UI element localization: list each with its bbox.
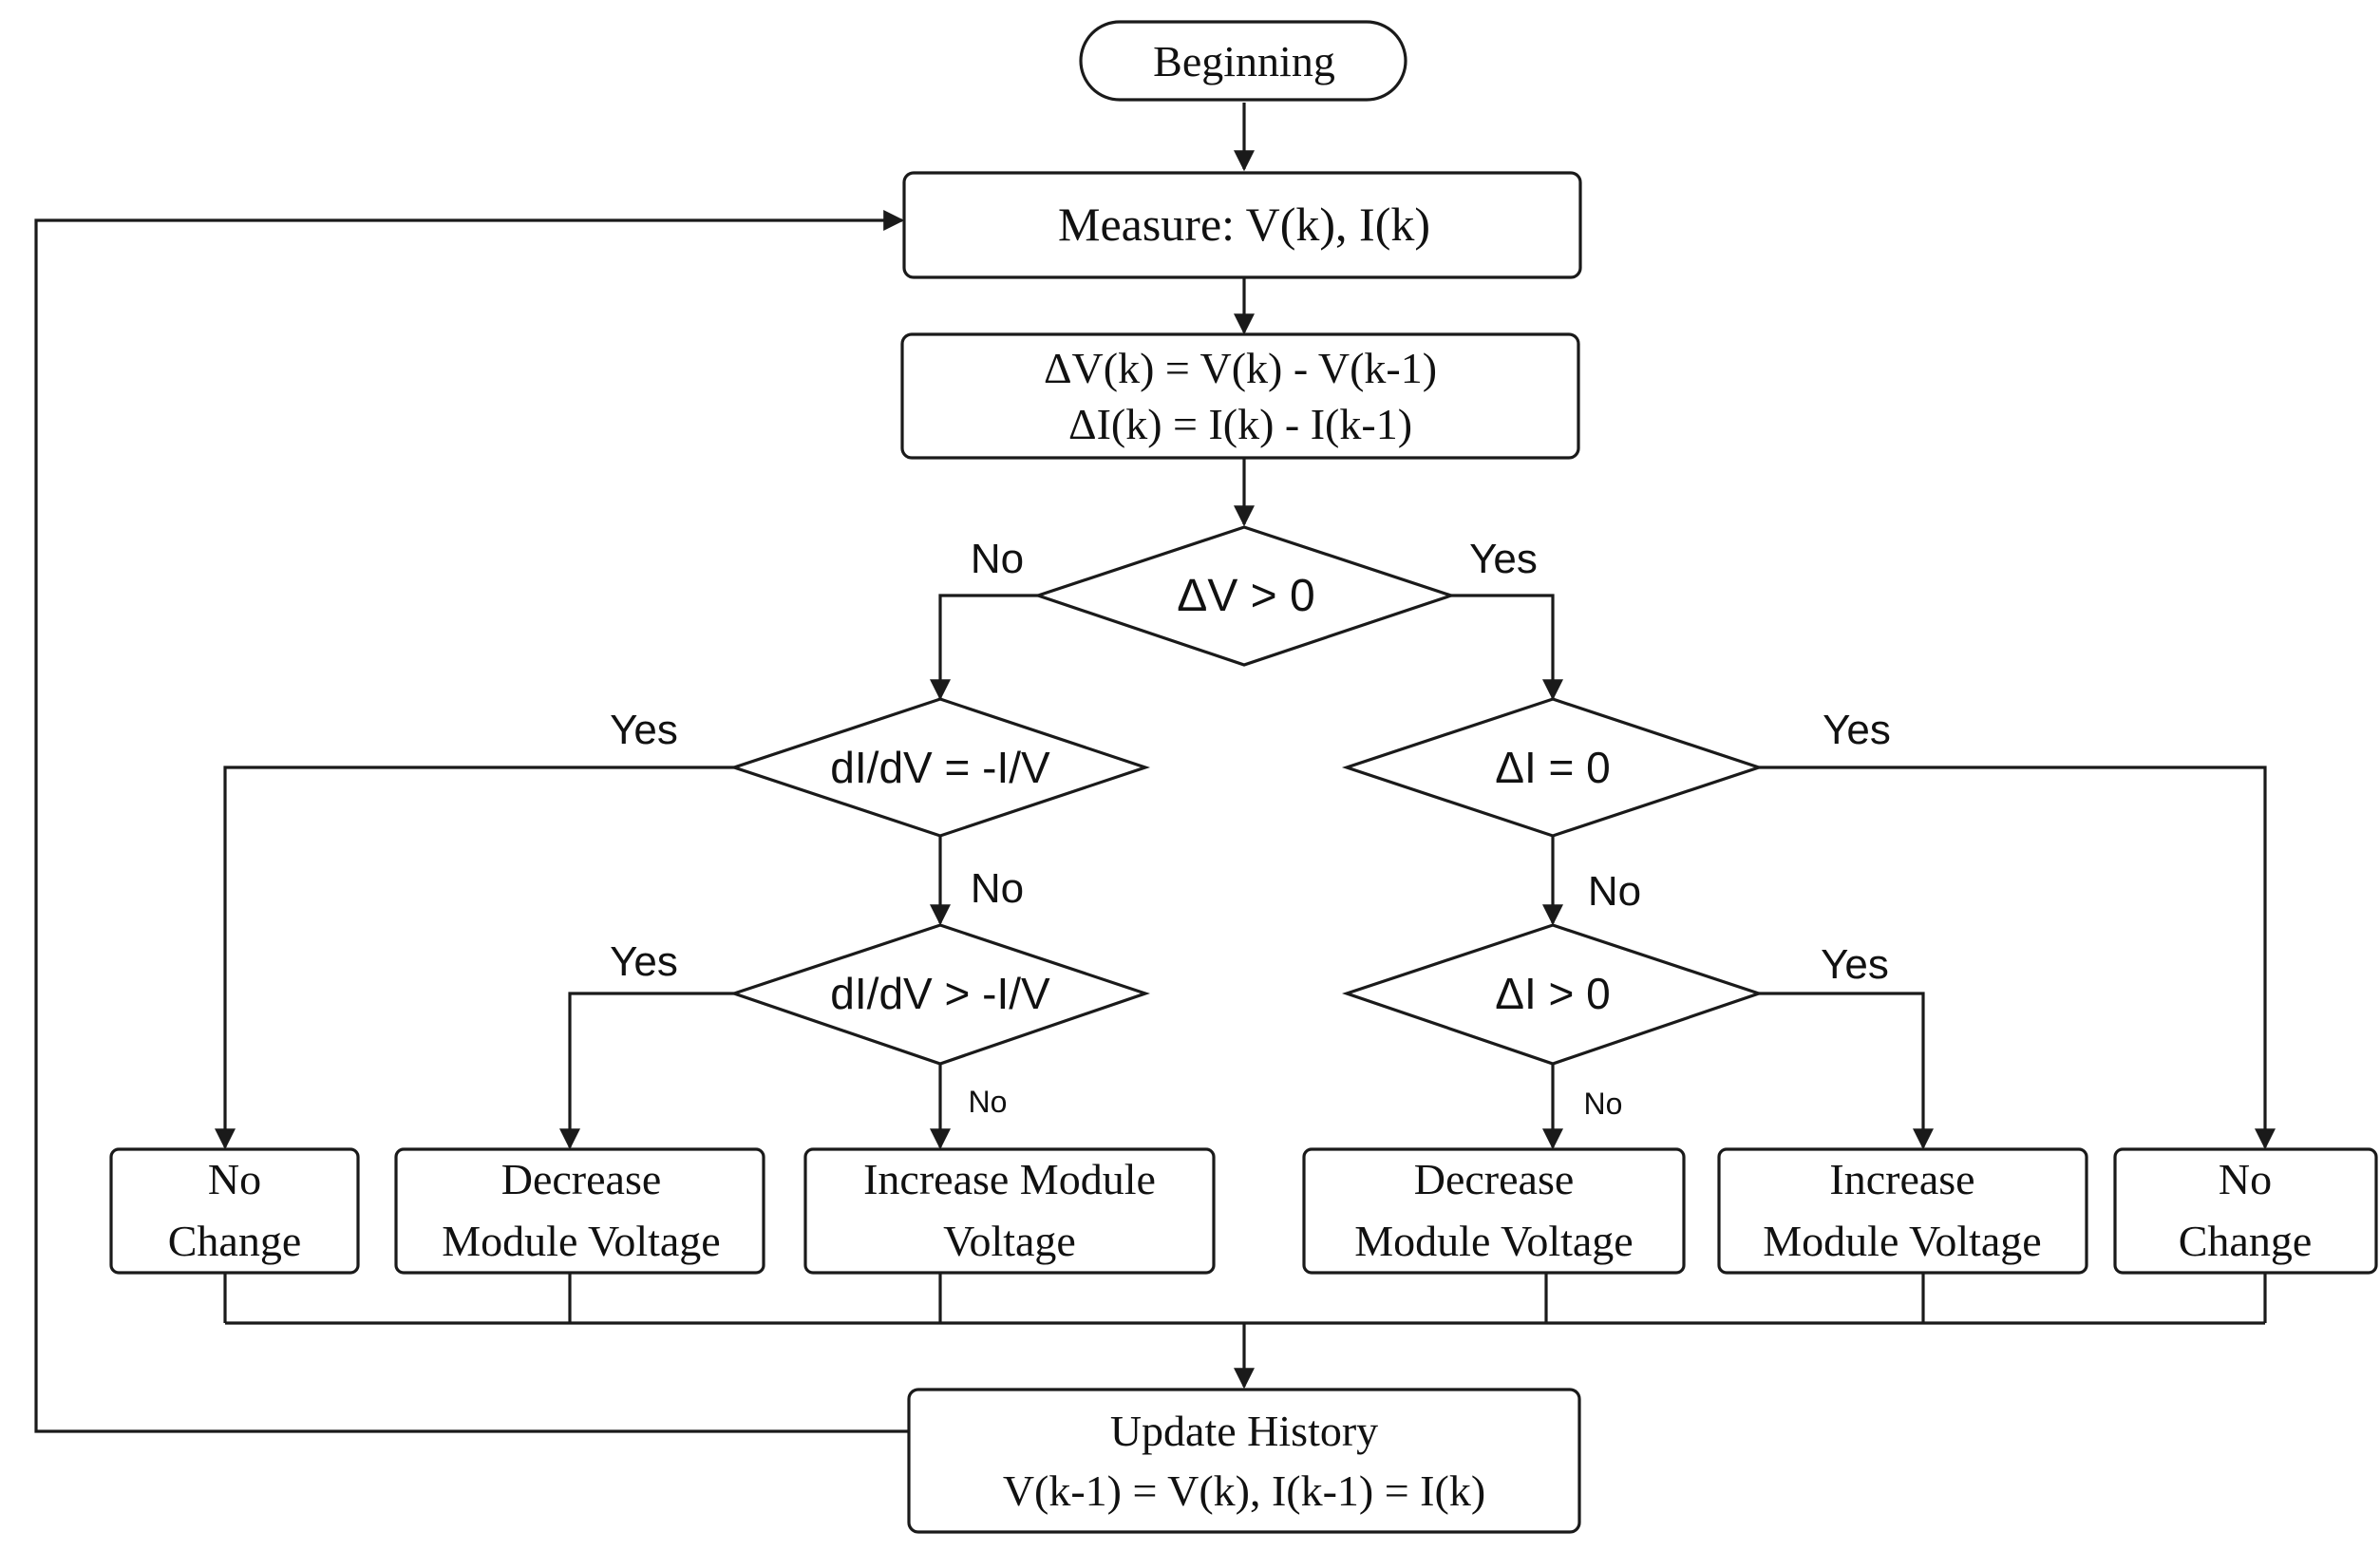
node-delta: ΔV(k) = V(k) - V(k-1) ΔI(k) = I(k) - I(k… (900, 332, 1580, 460)
output-increase-left: Increase Module Voltage (803, 1147, 1216, 1275)
label-dizero-yes: Yes (1823, 707, 1891, 753)
arrow-dizero-yes (1759, 766, 2276, 1150)
arrow-eq-yes (215, 766, 734, 1150)
out2-line2: Module Voltage (442, 1217, 720, 1265)
delta-i-label: ΔI(k) = I(k) - I(k-1) (1068, 400, 1412, 448)
connectors (34, 103, 2276, 1433)
label-gt-no: No (969, 1085, 1008, 1119)
arrow-feedback-loop (34, 210, 909, 1433)
decision-dv-positive: ΔV > 0 (1032, 525, 1457, 667)
output-decrease-left: Decrease Module Voltage (394, 1147, 765, 1275)
arrow-dipos-yes (1759, 992, 1934, 1150)
didv-equal-label: dI/dV = -I/V (830, 743, 1050, 792)
out5-line2: Module Voltage (1763, 1217, 2041, 1265)
output-increase-right: Increase Module Voltage (1717, 1147, 2088, 1275)
di-zero-label: ΔI = 0 (1495, 743, 1611, 792)
arrow-dv-no (930, 594, 1038, 701)
label-gt-yes: Yes (610, 938, 678, 985)
out4-line1: Decrease (1414, 1155, 1575, 1203)
node-update-history: Update History V(k-1) = V(k), I(k-1) = I… (907, 1388, 1581, 1534)
out5-line1: Increase (1829, 1155, 1974, 1203)
output-no-change-right: No Change (2113, 1147, 2378, 1275)
update-line2: V(k-1) = V(k), I(k-1) = I(k) (1003, 1466, 1485, 1515)
di-positive-label: ΔI > 0 (1495, 969, 1611, 1018)
delta-v-label: ΔV(k) = V(k) - V(k-1) (1044, 344, 1437, 392)
out3-line1: Increase Module (863, 1155, 1156, 1203)
node-start: Beginning (1079, 20, 1407, 102)
output-no-change-left: No Change (109, 1147, 360, 1275)
didv-greater-label: dI/dV > -I/V (830, 969, 1050, 1018)
update-line1: Update History (1110, 1407, 1378, 1455)
label-dipos-yes: Yes (1821, 941, 1889, 988)
label-dv-no: No (971, 536, 1024, 582)
out1-line1: No (208, 1155, 261, 1203)
arrow-dv-yes (1451, 594, 1563, 701)
branch-labels: No Yes Yes No Yes No Yes No Yes No (610, 536, 1891, 1121)
decision-di-zero: ΔI = 0 (1341, 697, 1765, 838)
out2-line1: Decrease (501, 1155, 662, 1203)
measure-label: Measure: V(k), I(k) (1058, 198, 1430, 251)
out3-line2: Voltage (943, 1217, 1076, 1265)
dv-positive-label: ΔV > 0 (1177, 571, 1314, 621)
out1-line2: Change (168, 1217, 302, 1265)
label-eq-yes: Yes (610, 707, 678, 753)
arrow-gt-yes (559, 992, 734, 1150)
output-decrease-right: Decrease Module Voltage (1302, 1147, 1686, 1275)
start-label: Beginning (1153, 37, 1335, 85)
decision-di-positive: ΔI > 0 (1341, 923, 1765, 1066)
label-dipos-no: No (1584, 1087, 1623, 1121)
decision-didv-equal: dI/dV = -I/V (728, 697, 1151, 838)
decision-didv-greater: dI/dV > -I/V (728, 923, 1150, 1066)
node-measure: Measure: V(k), I(k) (902, 171, 1582, 279)
label-dizero-no: No (1588, 868, 1641, 915)
out6-line2: Change (2179, 1217, 2313, 1265)
label-eq-no: No (971, 865, 1024, 912)
label-dv-yes: Yes (1469, 536, 1538, 582)
out4-line2: Module Voltage (1354, 1217, 1633, 1265)
out6-line1: No (2219, 1155, 2272, 1203)
